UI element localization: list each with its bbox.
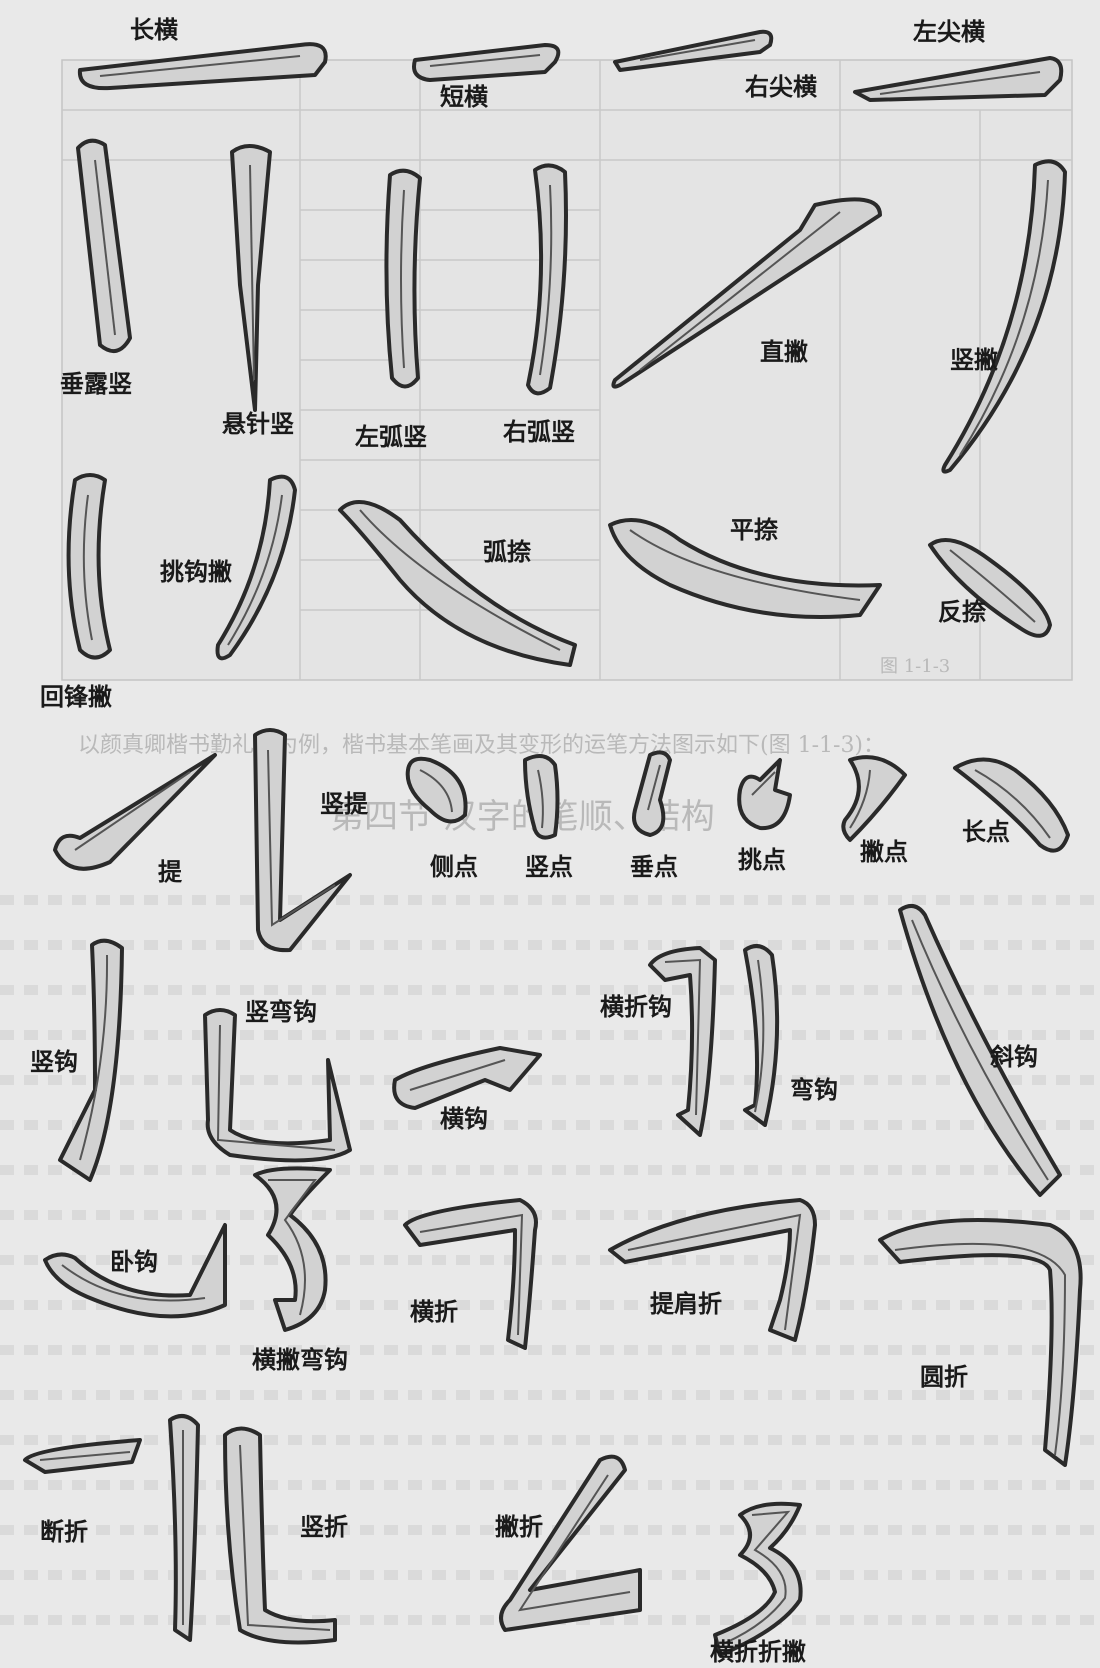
- label-hui-feng-pie: 回锋撇: [40, 683, 112, 711]
- label-heng-pie-wan-gou: 横撇弯钩: [252, 1346, 348, 1374]
- label-ping-na: 平捺: [730, 516, 779, 544]
- label-chui-lu-shu: 垂露竖: [60, 370, 132, 398]
- stroke-yuan-zhe: 圆折: [880, 1220, 1081, 1465]
- stroke-chang-dian: 长点: [955, 759, 1068, 850]
- stroke-heng-pie-wan-gou: 横撇弯钩: [252, 1168, 348, 1374]
- label-heng-zhe-gou: 横折钩: [600, 993, 672, 1021]
- label-heng-zhe: 横折: [410, 1298, 458, 1326]
- stroke-heng-zhe-gou: 横折钩: [600, 948, 715, 1135]
- label-chang-heng: 长横: [130, 16, 179, 44]
- label-shu-gou: 竖钩: [30, 1048, 78, 1076]
- stroke-tiao-dian: 挑点: [738, 760, 790, 874]
- stroke-ti-jian-zhe: 提肩折: [610, 1200, 815, 1340]
- label-zhi-pie: 直撇: [760, 338, 808, 366]
- label-ti: 提: [158, 858, 183, 886]
- label-yuan-zhe: 圆折: [920, 1363, 968, 1391]
- label-wan-gou: 弯钩: [790, 1076, 838, 1104]
- label-pie-dian: 撇点: [860, 838, 908, 866]
- label-fan-na: 反捺: [938, 598, 987, 626]
- label-chui-dian: 垂点: [630, 853, 678, 881]
- label-ti-jian-zhe: 提肩折: [650, 1290, 722, 1318]
- label-duan-zhe: 断折: [40, 1518, 88, 1546]
- label-shu-zhe: 竖折: [300, 1513, 348, 1541]
- label-shu-ti: 竖提: [320, 790, 369, 818]
- label-duan-heng: 短横: [440, 83, 489, 111]
- label-shu-wan-gou: 竖弯钩: [245, 998, 317, 1026]
- stroke-shu-gou: 竖钩: [30, 941, 122, 1180]
- stroke-zuo-jian-heng: 左尖横: [855, 18, 1061, 100]
- stroke-heng-zhe: 横折: [405, 1200, 536, 1348]
- label-you-hu-shu: 右弧竖: [503, 418, 575, 446]
- label-ce-dian: 侧点: [430, 853, 478, 881]
- label-xie-gou: 斜钩: [989, 1043, 1038, 1071]
- label-shu-pie: 竖撇: [950, 346, 998, 374]
- stroke-pie-dian: 撇点: [843, 757, 908, 866]
- label-xuan-zhen-shu: 悬针竖: [222, 410, 294, 438]
- label-hu-na: 弧捺: [483, 538, 532, 566]
- label-zuo-jian-heng: 左尖横: [913, 18, 986, 46]
- stroke-shu-zhe: 竖折: [225, 1429, 348, 1643]
- bg-caption: 图 1-1-3: [880, 656, 950, 677]
- label-heng-gou: 横钩: [440, 1105, 488, 1133]
- label-tiao-gou-pie: 挑钩撇: [160, 558, 232, 586]
- label-shu-dian: 竖点: [525, 853, 573, 881]
- label-tiao-dian: 挑点: [738, 846, 786, 874]
- stroke-chang-heng: 长横: [80, 16, 326, 88]
- label-pie-zhe: 撇折: [495, 1513, 543, 1541]
- label-heng-zhe-zhe-pie: 横折折撇: [710, 1638, 806, 1666]
- label-zuo-hu-shu: 左弧竖: [355, 423, 427, 451]
- stroke-ti: 提: [55, 755, 215, 886]
- bg-text-line: 以颜真卿楷书勤礼碑为例，楷书基本笔画及其变形的运笔方法图示如下(图 1-1-3)…: [78, 733, 885, 758]
- stroke-shu-ti: 竖提: [255, 730, 369, 950]
- label-you-jian-heng: 右尖横: [745, 73, 818, 101]
- label-chang-dian: 长点: [962, 818, 1010, 846]
- label-wo-gou: 卧钩: [110, 1248, 158, 1276]
